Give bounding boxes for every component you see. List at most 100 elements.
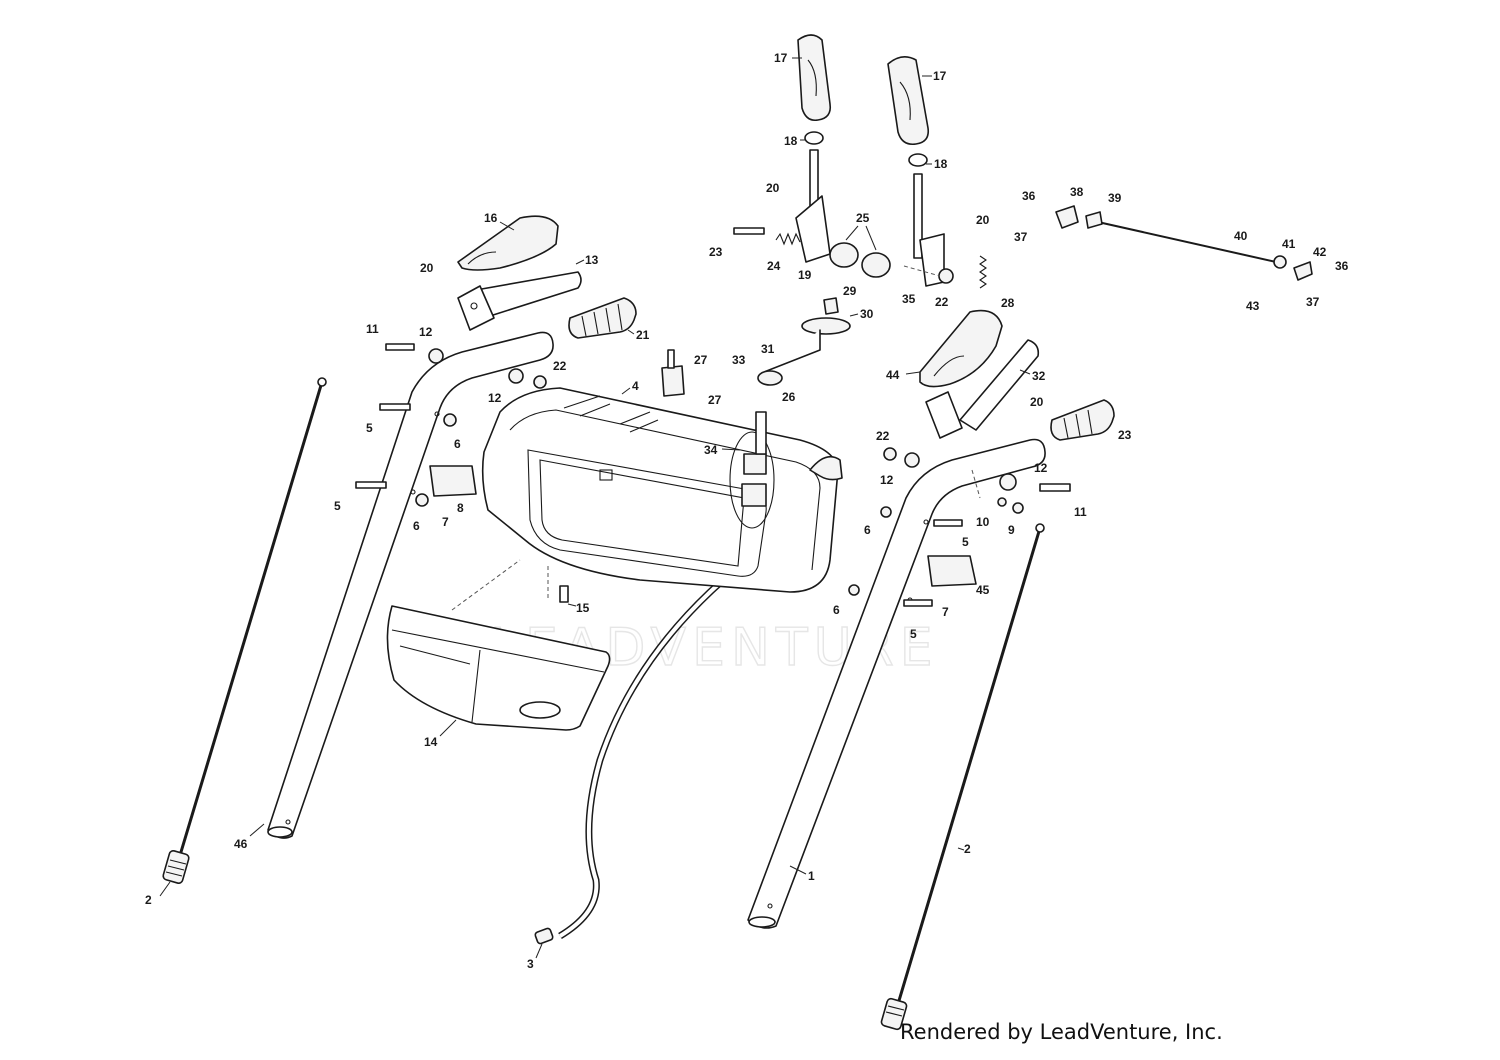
svg-text:2: 2 (145, 893, 152, 907)
callout-6c: 6 (864, 523, 871, 537)
svg-text:16: 16 (484, 211, 498, 225)
callout-6b: 6 (413, 519, 420, 533)
callout-2-right: 2 (957, 842, 971, 856)
svg-text:6: 6 (413, 519, 420, 533)
callout-39: 39 (1108, 191, 1122, 205)
hardware-group (355, 205, 1313, 607)
callout-20b: 20 (420, 261, 434, 275)
callout-7a: 7 (442, 515, 449, 529)
svg-text:27: 27 (708, 393, 722, 407)
callout-1: 1 (789, 865, 815, 883)
svg-text:36: 36 (1335, 259, 1349, 273)
callout-7b: 7 (942, 605, 949, 619)
svg-text:20: 20 (976, 213, 990, 227)
callout-18b: 18 (926, 157, 948, 171)
left-bracket-16 (457, 215, 559, 271)
callout-23b: 23 (1118, 428, 1132, 442)
callout-22c: 22 (876, 429, 890, 443)
callout-12c: 12 (880, 473, 894, 487)
callout-36a: 36 (1022, 189, 1036, 203)
callout-29: 29 (843, 284, 857, 298)
svg-text:29: 29 (843, 284, 857, 298)
callout-6d: 6 (833, 603, 840, 617)
svg-text:44: 44 (886, 368, 900, 382)
callouts: 1 2 2 3 4 5 5 5 5 6 6 6 6 7 7 8 9 10 11 … (145, 51, 1349, 971)
left-lever-13 (457, 271, 582, 331)
svg-text:24: 24 (767, 259, 781, 273)
callout-8: 8 (457, 501, 464, 515)
control-panel (481, 387, 843, 593)
callout-5c: 5 (962, 535, 969, 549)
callout-46: 46 (234, 823, 265, 851)
callout-21: 21 (627, 328, 650, 342)
svg-text:40: 40 (1234, 229, 1248, 243)
svg-text:5: 5 (334, 499, 341, 513)
callout-9: 9 (1008, 523, 1015, 537)
svg-text:5: 5 (962, 535, 969, 549)
svg-text:20: 20 (766, 181, 780, 195)
svg-text:38: 38 (1070, 185, 1084, 199)
svg-text:5: 5 (366, 421, 373, 435)
callout-25: 25 (845, 211, 877, 251)
callout-14: 14 (424, 719, 457, 749)
callout-17a: 17 (774, 51, 802, 65)
svg-text:22: 22 (876, 429, 890, 443)
callout-43: 43 (1246, 299, 1260, 313)
svg-text:8: 8 (457, 501, 464, 515)
svg-text:9: 9 (1008, 523, 1015, 537)
callout-26: 26 (782, 390, 796, 404)
callout-37a: 37 (1014, 230, 1028, 244)
svg-text:12: 12 (419, 325, 433, 339)
callout-3: 3 (527, 943, 543, 971)
callout-33: 33 (732, 353, 746, 367)
svg-text:7: 7 (442, 515, 449, 529)
svg-text:10: 10 (976, 515, 990, 529)
left-grip-21 (568, 297, 637, 339)
callout-4: 4 (621, 379, 639, 395)
left-cable (162, 377, 327, 885)
callout-35: 35 (902, 292, 916, 306)
svg-text:31: 31 (761, 342, 775, 356)
callout-6a: 6 (454, 437, 461, 451)
svg-text:37: 37 (1014, 230, 1028, 244)
svg-text:2: 2 (964, 842, 971, 856)
svg-text:23: 23 (1118, 428, 1132, 442)
svg-text:28: 28 (1001, 296, 1015, 310)
callout-11a: 11 (366, 322, 379, 336)
right-grip-23 (1050, 399, 1115, 441)
svg-text:37: 37 (1306, 295, 1320, 309)
callout-18a: 18 (784, 134, 806, 148)
callout-11b: 11 (1074, 505, 1087, 519)
right-lever-32 (925, 339, 1040, 439)
callout-13: 13 (575, 253, 599, 267)
svg-text:4: 4 (632, 379, 639, 393)
svg-text:21: 21 (636, 328, 650, 342)
right-handle-tube (747, 438, 1046, 929)
callout-27a: 27 (694, 353, 708, 367)
callout-37b: 37 (1306, 295, 1320, 309)
svg-text:6: 6 (454, 437, 461, 451)
callout-15: 15 (567, 601, 590, 615)
callout-42: 42 (1313, 245, 1327, 259)
callout-44: 44 (886, 368, 921, 382)
right-bracket-44 (919, 309, 1003, 388)
callout-27b: 27 (708, 393, 722, 407)
svg-text:26: 26 (782, 390, 796, 404)
svg-text:15: 15 (576, 601, 590, 615)
callout-12a: 12 (419, 325, 433, 339)
callout-45: 45 (976, 583, 990, 597)
callout-10: 10 (976, 515, 990, 529)
svg-text:42: 42 (1313, 245, 1327, 259)
svg-text:22: 22 (935, 295, 949, 309)
svg-text:3: 3 (527, 957, 534, 971)
svg-text:18: 18 (784, 134, 798, 148)
svg-text:30: 30 (860, 307, 874, 321)
chute-cable (534, 547, 763, 945)
callout-28: 28 (1001, 296, 1015, 310)
svg-text:11: 11 (1074, 505, 1087, 519)
svg-text:39: 39 (1108, 191, 1122, 205)
svg-text:14: 14 (424, 735, 438, 749)
callout-12d: 12 (1034, 461, 1048, 475)
callout-5d: 5 (910, 627, 917, 641)
